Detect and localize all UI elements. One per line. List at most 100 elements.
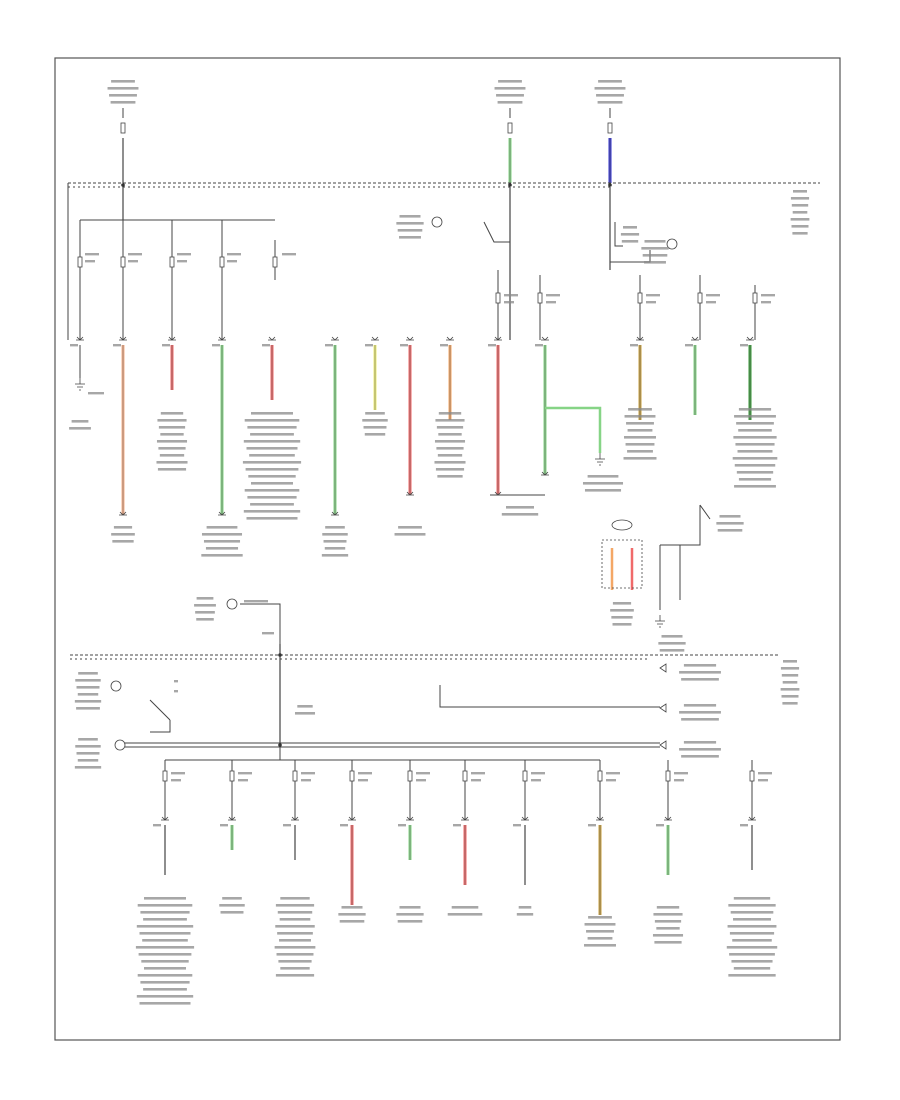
- upper-load-label-u9: [435, 419, 465, 422]
- upper-load-label-u12: [627, 450, 653, 453]
- lower-bus-label: [780, 688, 800, 691]
- source-fuse-src-right: [607, 122, 613, 134]
- connector-pin-line: [325, 344, 333, 347]
- lower-load-label-l3: [275, 904, 315, 907]
- fuse-rating-line: [416, 772, 430, 775]
- lower-connector-l6: [461, 816, 469, 821]
- lower-load-label-l6: [451, 906, 479, 909]
- relay-right-tag: [621, 240, 639, 243]
- lower-load-label-l10: [730, 911, 774, 914]
- upper-load-label-u2: [111, 533, 135, 536]
- fuse-rating-line: [758, 779, 768, 782]
- upper-ground-label-u11: [587, 475, 619, 478]
- lower-load-label-l5: [399, 906, 421, 909]
- upper-load-label-u12: [628, 408, 652, 411]
- connector-pin-line: [153, 824, 161, 827]
- lower-relay-pin-line: [174, 690, 178, 693]
- upper-bus-label: [793, 190, 807, 193]
- lower-load-label-l6: [447, 913, 483, 916]
- lower-load-label-l1: [136, 995, 194, 998]
- lower-relay-switch: [149, 699, 171, 733]
- fuse-rating-line: [358, 772, 372, 775]
- upper-load-label-u12: [627, 429, 653, 432]
- upper-load-label-u9: [436, 426, 464, 429]
- relay-switch-right: [614, 222, 623, 247]
- upper-connector-u10: [494, 336, 502, 341]
- upper-load-label-u6: [321, 554, 349, 557]
- lower-connector-l10: [748, 816, 756, 821]
- text-blocks-layer: [69, 80, 810, 1005]
- upper-connector-u14: [746, 336, 754, 341]
- upper-load-label-u9: [437, 475, 463, 478]
- source-label-src-right: [596, 94, 624, 97]
- fuse-rating-line: [546, 294, 560, 297]
- ignition-feed-wire: [240, 603, 281, 644]
- upper-load-label-u7: [365, 412, 385, 415]
- source-label-src-right: [594, 87, 626, 90]
- upper-load-label-u5: [243, 510, 301, 513]
- upper-load-label-u14: [736, 422, 774, 425]
- lower-load-label-l1: [138, 953, 192, 956]
- upper-load-label-u9: [436, 447, 464, 450]
- fuse-rating-line: [177, 260, 187, 263]
- relay-right-tag: [620, 233, 640, 236]
- lower-connector-l2: [228, 816, 236, 821]
- upper-load-label-u5: [251, 482, 293, 485]
- upper-load-connector-u10: [494, 491, 502, 496]
- lower-load-label-l8: [586, 930, 614, 933]
- lower-load-label-l10: [733, 918, 771, 921]
- lower-bus-splice: [278, 653, 282, 657]
- lower-connector-l3: [291, 816, 299, 821]
- fuse-rating-line: [177, 253, 191, 256]
- upper-load-label-u5: [250, 433, 294, 436]
- lower-left-relay-label-2: [78, 738, 98, 741]
- lower-left-relay-label: [75, 679, 101, 682]
- lower-connector-l8: [596, 816, 604, 821]
- upper-load-label-u7: [363, 426, 387, 429]
- upper-load-label-u5: [246, 517, 298, 520]
- fuse-rating-line: [128, 260, 138, 263]
- fuse-rating-line: [606, 772, 620, 775]
- output-label-1: [681, 678, 719, 681]
- upper-load-label-u6: [325, 526, 345, 529]
- connector-pin-line: [740, 344, 748, 347]
- upper-load-label-u3: [158, 447, 186, 450]
- lower-load-label-l7: [516, 913, 534, 916]
- lower-left-relay-label-2: [77, 759, 99, 762]
- lower-left-relay-label-2: [74, 766, 102, 769]
- connector-pin-line: [398, 824, 406, 827]
- relay-branch-fuse: [752, 292, 758, 304]
- upper-load-connector-u8: [406, 491, 414, 496]
- upper-ground-u11: [595, 453, 605, 466]
- component-label: [612, 602, 632, 605]
- lower-feed-label: [297, 705, 313, 708]
- upper-switch-symbol: [660, 504, 711, 546]
- upper-load-label-u5: [247, 496, 297, 499]
- upper-load-label-u14: [738, 429, 772, 432]
- upper-load-label-u9: [438, 412, 462, 415]
- upper-load-label-u7: [364, 433, 386, 436]
- lower-load-label-l3: [278, 960, 312, 963]
- fuse-rating-line: [674, 772, 688, 775]
- lower-load-label-l1: [137, 904, 193, 907]
- upper-ground-u1: [75, 378, 85, 391]
- lower-load-label-l1: [144, 967, 186, 970]
- upper-load-label-u9: [437, 454, 463, 457]
- relay-branch-fuse: [495, 292, 501, 304]
- fuse-rating-line: [504, 301, 514, 304]
- upper-load-label-u14: [735, 443, 775, 446]
- upper-load-connector-u6: [331, 511, 339, 516]
- lower-load-label-l2: [219, 904, 245, 907]
- lower-load-label-l1: [140, 911, 190, 914]
- ignition-label: [196, 597, 214, 600]
- upper-connector-u4: [218, 336, 226, 341]
- connector-pin-line: [220, 824, 228, 827]
- fuse-rating-line: [706, 301, 716, 304]
- upper-load-label-u14: [738, 408, 772, 411]
- upper-connector-u8: [406, 336, 414, 341]
- upper-load-label-u2: [112, 540, 134, 543]
- lower-load-label-l1: [136, 925, 194, 928]
- upper-bus-splice: [608, 183, 612, 187]
- lower-load-label-l1: [139, 932, 191, 935]
- lower-load-label-l1: [140, 981, 190, 984]
